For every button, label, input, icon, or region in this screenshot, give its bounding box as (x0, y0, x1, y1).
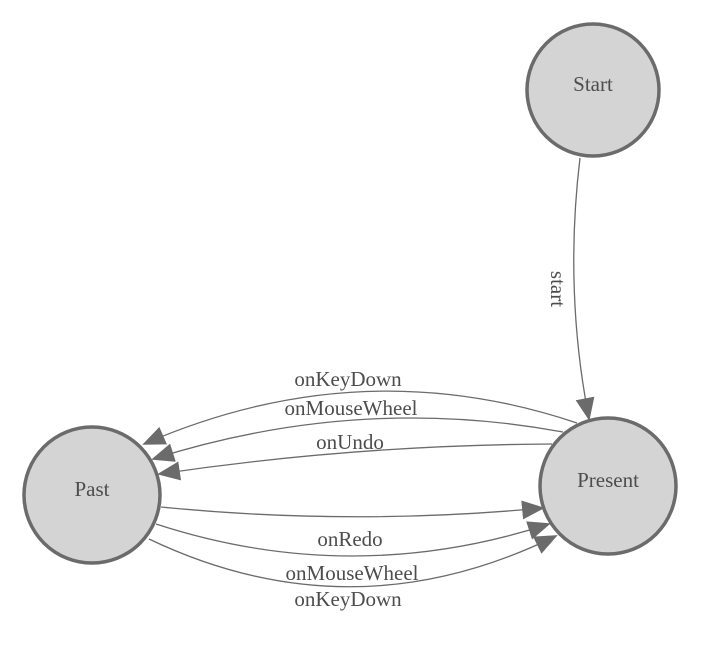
edge-group (142, 157, 595, 588)
node-past[interactable]: Past (22, 425, 162, 565)
edge-present-to-past-onundo (157, 443, 553, 481)
node-past-label: Past (74, 477, 109, 501)
node-start-label: Start (573, 72, 613, 96)
edge-past-to-present-onkeydown (148, 535, 558, 588)
node-present-circle[interactable] (538, 416, 678, 556)
node-present[interactable]: Present (538, 416, 678, 556)
edge-label-onundo: onUndo (316, 430, 384, 454)
edge-label-group: start onKeyDown onMouseWheel onUndo onRe… (285, 271, 570, 611)
edge-past-to-present-onmousewheel (155, 521, 551, 557)
node-start[interactable]: Start (525, 22, 661, 158)
node-start-circle[interactable] (525, 22, 661, 158)
edge-label-onmousewheel-bottom: onMouseWheel (286, 561, 419, 585)
node-group: Start Present Past (22, 22, 678, 565)
edge-past-to-present-onredo (160, 500, 545, 520)
edge-present-to-past-onkeydown (142, 390, 578, 445)
node-past-circle[interactable] (22, 425, 162, 565)
edge-start-to-present (573, 157, 595, 421)
edge-label-onkeydown-bottom: onKeyDown (294, 587, 402, 611)
node-present-label: Present (577, 468, 639, 492)
edge-present-to-past-onmousewheel (151, 417, 564, 462)
edge-label-start: start (546, 271, 570, 307)
edge-label-onkeydown-top: onKeyDown (294, 367, 402, 391)
edge-label-onmousewheel-top: onMouseWheel (285, 396, 418, 420)
edge-label-onredo: onRedo (317, 527, 382, 551)
